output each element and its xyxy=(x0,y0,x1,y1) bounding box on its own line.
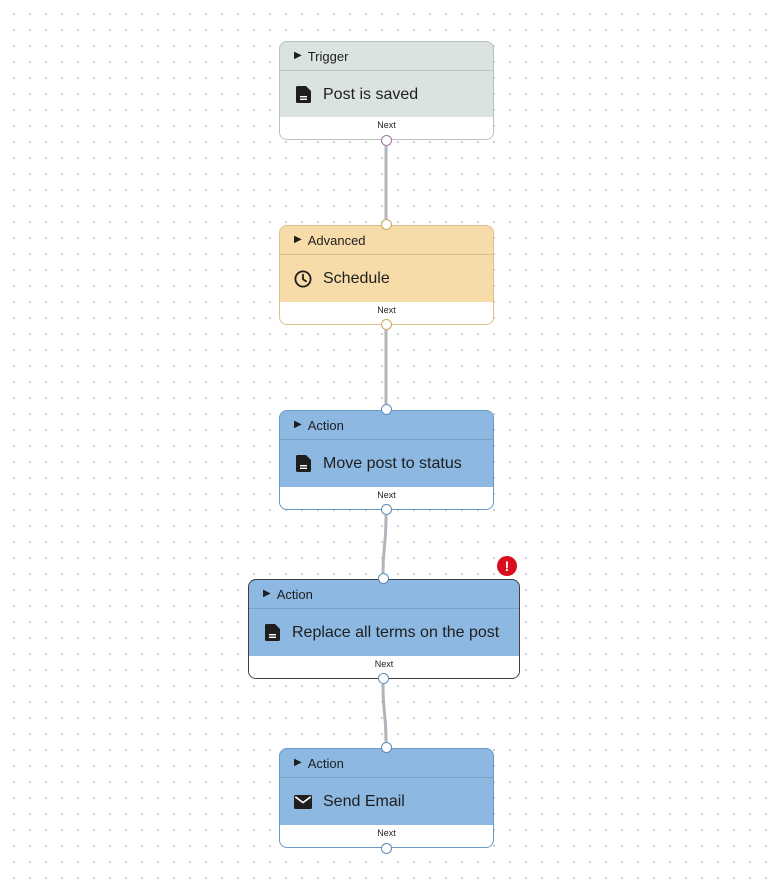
node-body[interactable]: Schedule xyxy=(280,255,493,302)
advanced-input-handle[interactable] xyxy=(381,219,392,230)
node-type-label: Action xyxy=(276,586,313,602)
output-label: Next xyxy=(377,305,396,315)
action-input-handle[interactable] xyxy=(378,573,389,584)
output-label: Next xyxy=(377,120,396,130)
node-footer: Next xyxy=(280,302,493,324)
node-header[interactable]: ▶ Action xyxy=(249,580,519,609)
trigger-output-handle[interactable] xyxy=(381,135,392,146)
node-header[interactable]: ▶ Advanced xyxy=(280,226,493,255)
edge-move-post-to-replace-terms[interactable] xyxy=(381,514,388,574)
expand-caret-icon[interactable]: ▶ xyxy=(263,588,271,599)
error-alert-icon[interactable]: ! xyxy=(497,556,517,576)
action-input-handle[interactable] xyxy=(381,404,392,415)
node-type-label: Trigger xyxy=(307,48,349,64)
node-type-label: Action xyxy=(307,417,344,433)
node-footer: Next xyxy=(280,117,493,139)
envelope-icon xyxy=(294,793,312,811)
node-header[interactable]: ▶ Trigger xyxy=(280,42,493,71)
node-footer: Next xyxy=(280,825,493,847)
node-type-label: Advanced xyxy=(307,232,366,248)
node-title: Move post to status xyxy=(323,454,462,472)
edge-replace-terms-to-send-email[interactable] xyxy=(381,683,388,743)
action-input-handle[interactable] xyxy=(381,742,392,753)
node-type-label: Action xyxy=(307,755,344,771)
node-footer: Next xyxy=(249,656,519,678)
document-icon xyxy=(294,86,312,104)
node-body[interactable]: Replace all terms on the post xyxy=(249,609,519,656)
action-node-move-post-to-status[interactable]: ▶ Action Move post to status Next xyxy=(279,410,494,510)
node-body[interactable]: Send Email xyxy=(280,778,493,825)
output-label: Next xyxy=(377,490,396,500)
node-title: Post is saved xyxy=(323,85,419,103)
action-node-send-email[interactable]: ▶ Action Send Email Next xyxy=(279,748,494,848)
node-body[interactable]: Post is saved xyxy=(280,71,493,118)
action-node-replace-all-terms[interactable]: ▶ Action Replace all terms on the post N… xyxy=(248,579,520,679)
output-label: Next xyxy=(374,659,394,669)
expand-caret-icon[interactable]: ▶ xyxy=(294,757,302,768)
expand-caret-icon[interactable]: ▶ xyxy=(294,419,302,430)
expand-caret-icon[interactable]: ▶ xyxy=(294,50,302,61)
document-icon xyxy=(263,624,281,642)
node-body[interactable]: Move post to status xyxy=(280,440,493,487)
action-output-handle[interactable] xyxy=(381,504,392,515)
action-output-handle[interactable] xyxy=(378,673,389,684)
clock-icon xyxy=(294,270,312,288)
node-title: Replace all terms on the post xyxy=(292,623,500,641)
node-header[interactable]: ▶ Action xyxy=(280,411,493,440)
node-header[interactable]: ▶ Action xyxy=(280,749,493,778)
document-icon xyxy=(294,455,312,473)
output-label: Next xyxy=(377,828,396,838)
expand-caret-icon[interactable]: ▶ xyxy=(294,234,302,245)
node-title: Send Email xyxy=(323,792,405,810)
advanced-node-schedule[interactable]: ▶ Advanced Schedule Next xyxy=(279,225,494,325)
trigger-node-post-is-saved[interactable]: ▶ Trigger Post is saved Next xyxy=(279,41,494,140)
node-title: Schedule xyxy=(323,269,390,287)
advanced-output-handle[interactable] xyxy=(381,319,392,330)
action-output-handle[interactable] xyxy=(381,843,392,854)
node-footer: Next xyxy=(280,487,493,509)
